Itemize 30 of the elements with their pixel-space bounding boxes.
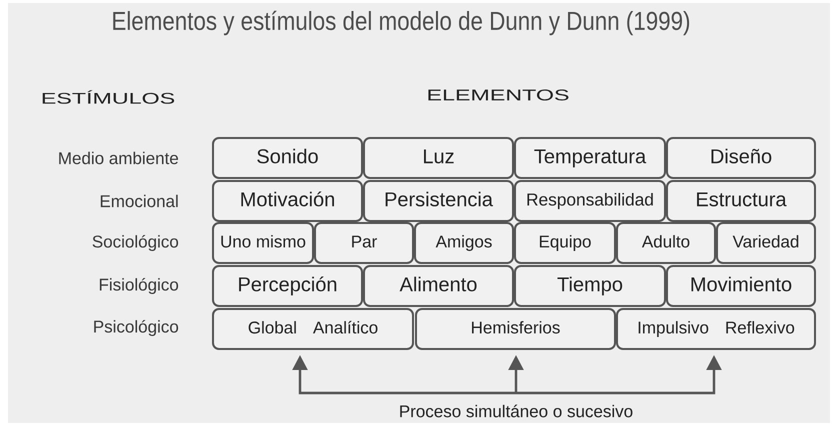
process-box: Hemisferios <box>415 308 616 350</box>
process-box: Tiempo <box>514 265 666 307</box>
row-label: Emocional <box>100 194 178 208</box>
row-label: Fisiológico <box>100 278 178 294</box>
process-box: Impulsivo Reflexivo <box>616 308 816 350</box>
title: Elementos y estímulos del modelo de Dunn y Dunn (1999) <box>113 10 690 36</box>
process-box: Luz <box>363 137 514 179</box>
row-label: Sociológico <box>92 234 178 252</box>
process-box: Uno mismo <box>212 222 314 264</box>
process-box: Temperatura <box>514 137 666 179</box>
column-heading: ESTÍMULOS <box>42 90 174 104</box>
process-box: Responsabilidad <box>514 180 666 222</box>
process-box: Equipo <box>514 222 616 264</box>
process-box: Estructura <box>666 180 816 222</box>
process-box: Diseño <box>666 137 816 179</box>
process-box: Motivación <box>212 180 363 222</box>
process-box: Adulto <box>616 222 716 264</box>
process-box: Par <box>314 222 414 264</box>
process-box: Sonido <box>212 137 363 179</box>
process-label: Proceso simultáneo o sucesivo <box>400 404 632 418</box>
row-label: Psicológico <box>94 320 178 336</box>
process-box: Percepción <box>212 265 363 307</box>
process-box: Variedad <box>716 222 816 264</box>
column-heading: ELEMENTOS <box>428 90 568 100</box>
process-box: Movimiento <box>666 265 816 307</box>
process-box: Amigos <box>414 222 514 264</box>
process-box: Global Analítico <box>212 308 414 350</box>
row-label: Medio ambiente <box>59 152 178 164</box>
process-box: Alimento <box>363 265 514 307</box>
process-box: Persistencia <box>363 180 514 222</box>
